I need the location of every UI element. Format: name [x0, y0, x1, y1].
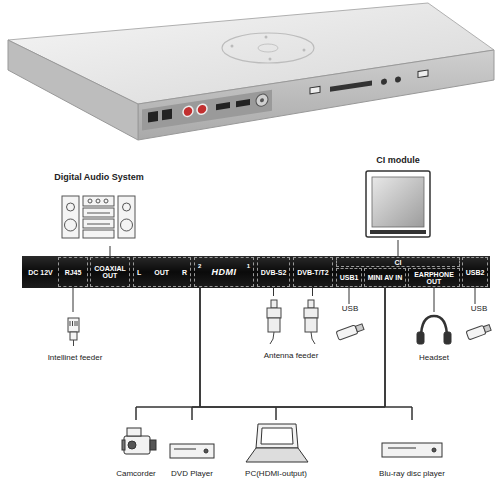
device-label: USB — [342, 304, 358, 313]
port-box: RJ45 — [58, 257, 88, 287]
port-box: MINI AV IN — [364, 268, 406, 287]
port-label: CI — [395, 259, 402, 266]
port-label: OUT — [154, 269, 169, 276]
port-label: HDMI — [212, 268, 237, 277]
port-label: EARPHONE OUT — [409, 271, 459, 285]
headset-icon — [417, 316, 451, 344]
device-housing — [8, 3, 494, 140]
port-label: 1 — [247, 263, 250, 269]
port-label: R — [182, 269, 187, 276]
device-box: USB — [330, 304, 370, 346]
device-box: DVD Player — [166, 420, 218, 478]
audio-system-icon — [62, 196, 135, 238]
port-label: DVB-S2 — [261, 269, 287, 276]
port-label: MINI AV IN — [368, 274, 403, 281]
usb-stick-icon — [336, 323, 492, 341]
device-label: Blu-ray disc player — [379, 469, 445, 478]
port-box: DVB-T/T2 — [293, 257, 333, 287]
device-label: DVD Player — [171, 469, 213, 478]
device-box: Headset — [408, 312, 460, 362]
port-label: L — [137, 269, 141, 276]
port-box: 2HDMI 1 — [194, 257, 254, 287]
rj45-plug-icon — [68, 318, 79, 346]
device-box: Blu-ray disc player — [360, 420, 464, 478]
port-label: RJ45 — [65, 269, 82, 276]
connector-line — [73, 287, 74, 312]
device-box: USB — [462, 304, 496, 346]
device-box: Camcorder — [108, 420, 164, 478]
port-box: DVB-S2 — [257, 257, 290, 287]
device-box: PC(HDMI-output) — [232, 420, 320, 478]
device-label: Headset — [419, 353, 449, 362]
connector-line — [349, 287, 350, 304]
port-box: USB2 — [462, 257, 488, 287]
device-box: Antenna feeder — [250, 296, 332, 360]
device-label: Digital Audio System — [54, 172, 144, 182]
power-label: DC 12V — [24, 257, 57, 287]
port-label: 2 — [198, 263, 201, 269]
device-box: CI module — [358, 155, 438, 240]
port-box: L OUT R — [133, 257, 191, 287]
device-label: USB — [471, 304, 487, 313]
laptop-icon — [246, 424, 308, 462]
port-bar — [22, 256, 490, 288]
dvd-player-icon — [170, 444, 214, 458]
device-box: Intellinet feeder — [38, 312, 112, 362]
port-box: USB1 — [336, 268, 362, 287]
device-box: Digital Audio System — [40, 172, 158, 246]
connector-line — [385, 287, 412, 420]
camcorder-icon — [122, 428, 156, 454]
port-box: CI — [336, 257, 460, 267]
connector-line — [200, 287, 412, 420]
port-box: COAXIAL OUT — [90, 257, 130, 287]
connector-line — [136, 287, 200, 420]
connector-line — [312, 287, 313, 296]
connector-line — [192, 287, 200, 420]
bluray-player-icon — [382, 443, 442, 457]
device-label: PC(HDMI-output) — [245, 469, 307, 478]
connector-line — [398, 240, 399, 257]
port-label: COAXIAL OUT — [91, 265, 129, 279]
antenna-connector-icon — [267, 300, 318, 344]
device-label: Intellinet feeder — [48, 353, 103, 362]
device-label: Camcorder — [116, 469, 156, 478]
ci-card-icon — [366, 171, 430, 237]
device-label: CI module — [376, 155, 420, 165]
connector-line — [136, 287, 385, 420]
port-label: USB1 — [340, 274, 359, 281]
connector-line — [273, 287, 274, 296]
port-label: DVB-T/T2 — [297, 269, 329, 276]
connector-line — [434, 287, 435, 312]
port-box: EARPHONE OUT — [408, 268, 460, 287]
connector-line — [110, 246, 111, 257]
port-label: USB2 — [466, 269, 485, 276]
connector-line — [475, 287, 476, 304]
device-label: Antenna feeder — [264, 351, 319, 360]
connector-line — [192, 287, 385, 420]
